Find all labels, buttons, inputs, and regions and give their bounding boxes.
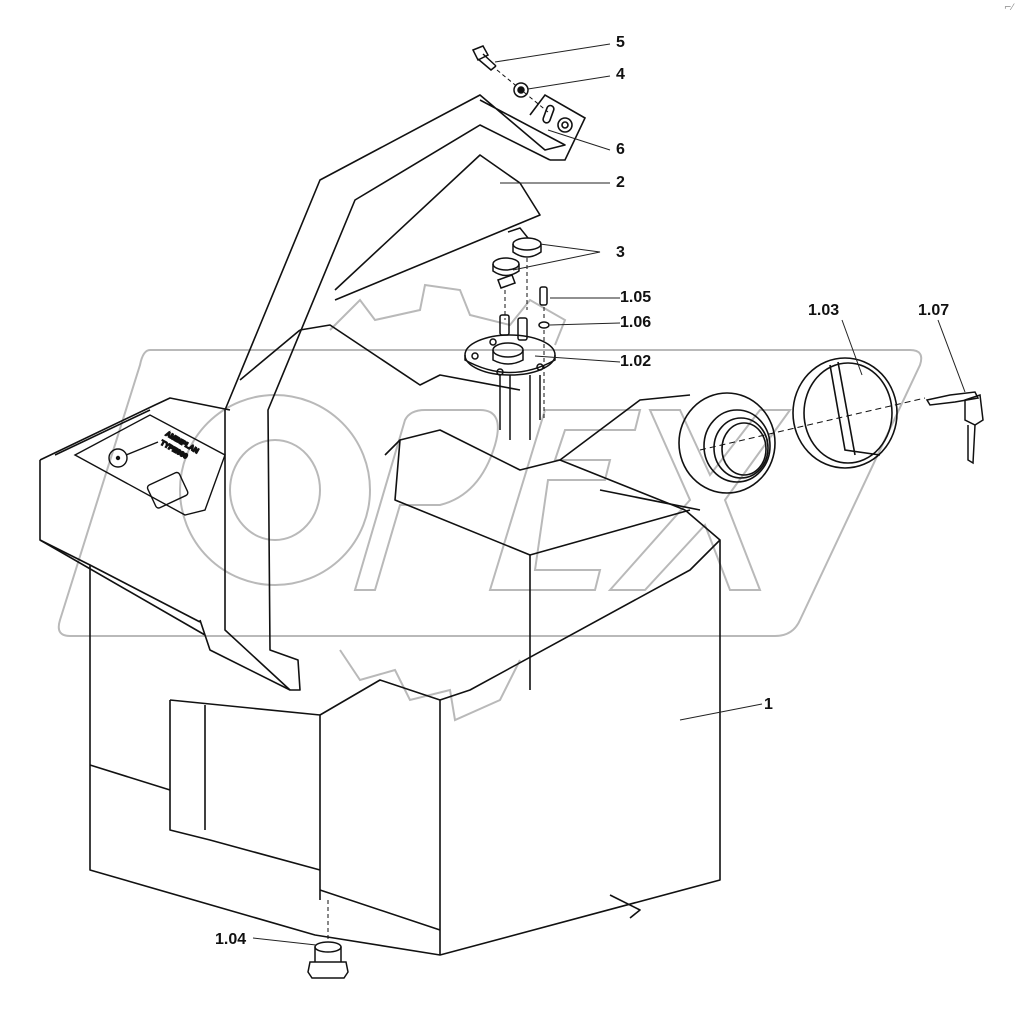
- tank-body: [39, 324, 721, 956]
- cap-axis: [699, 397, 926, 451]
- callout-1-02: 1.02: [620, 353, 652, 370]
- bracket: [529, 93, 587, 161]
- fuel-level-sender: [464, 314, 556, 440]
- callout-4: 4: [616, 66, 625, 83]
- callout-1-07: 1.07: [918, 302, 950, 319]
- callout-1-03: 1.03: [808, 302, 840, 319]
- callout-5: 5: [616, 34, 625, 51]
- washer: [538, 321, 550, 329]
- screw: [539, 286, 548, 306]
- callout-2: 2: [616, 174, 625, 191]
- key: [925, 391, 984, 465]
- bolt: [471, 45, 497, 71]
- callout-1-04: 1.04: [215, 931, 247, 948]
- filler-neck: [559, 392, 776, 511]
- hose-clamps: [492, 227, 542, 289]
- callout-1-06: 1.06: [620, 314, 652, 331]
- leader-lines: [252, 43, 966, 946]
- callout-1: 1: [764, 696, 773, 713]
- strap: [199, 94, 566, 691]
- watermark: [57, 283, 923, 722]
- drain-plug: [307, 941, 349, 979]
- callout-6: 6: [616, 141, 625, 158]
- filler-cap: [792, 357, 898, 469]
- callout-3: 3: [616, 244, 625, 261]
- callout-1-05: 1.05: [620, 289, 652, 306]
- corner-mark: ⌐⁄: [1003, 3, 1013, 13]
- tank-label-plate: AMBIPLAN TYPE000: [73, 414, 226, 516]
